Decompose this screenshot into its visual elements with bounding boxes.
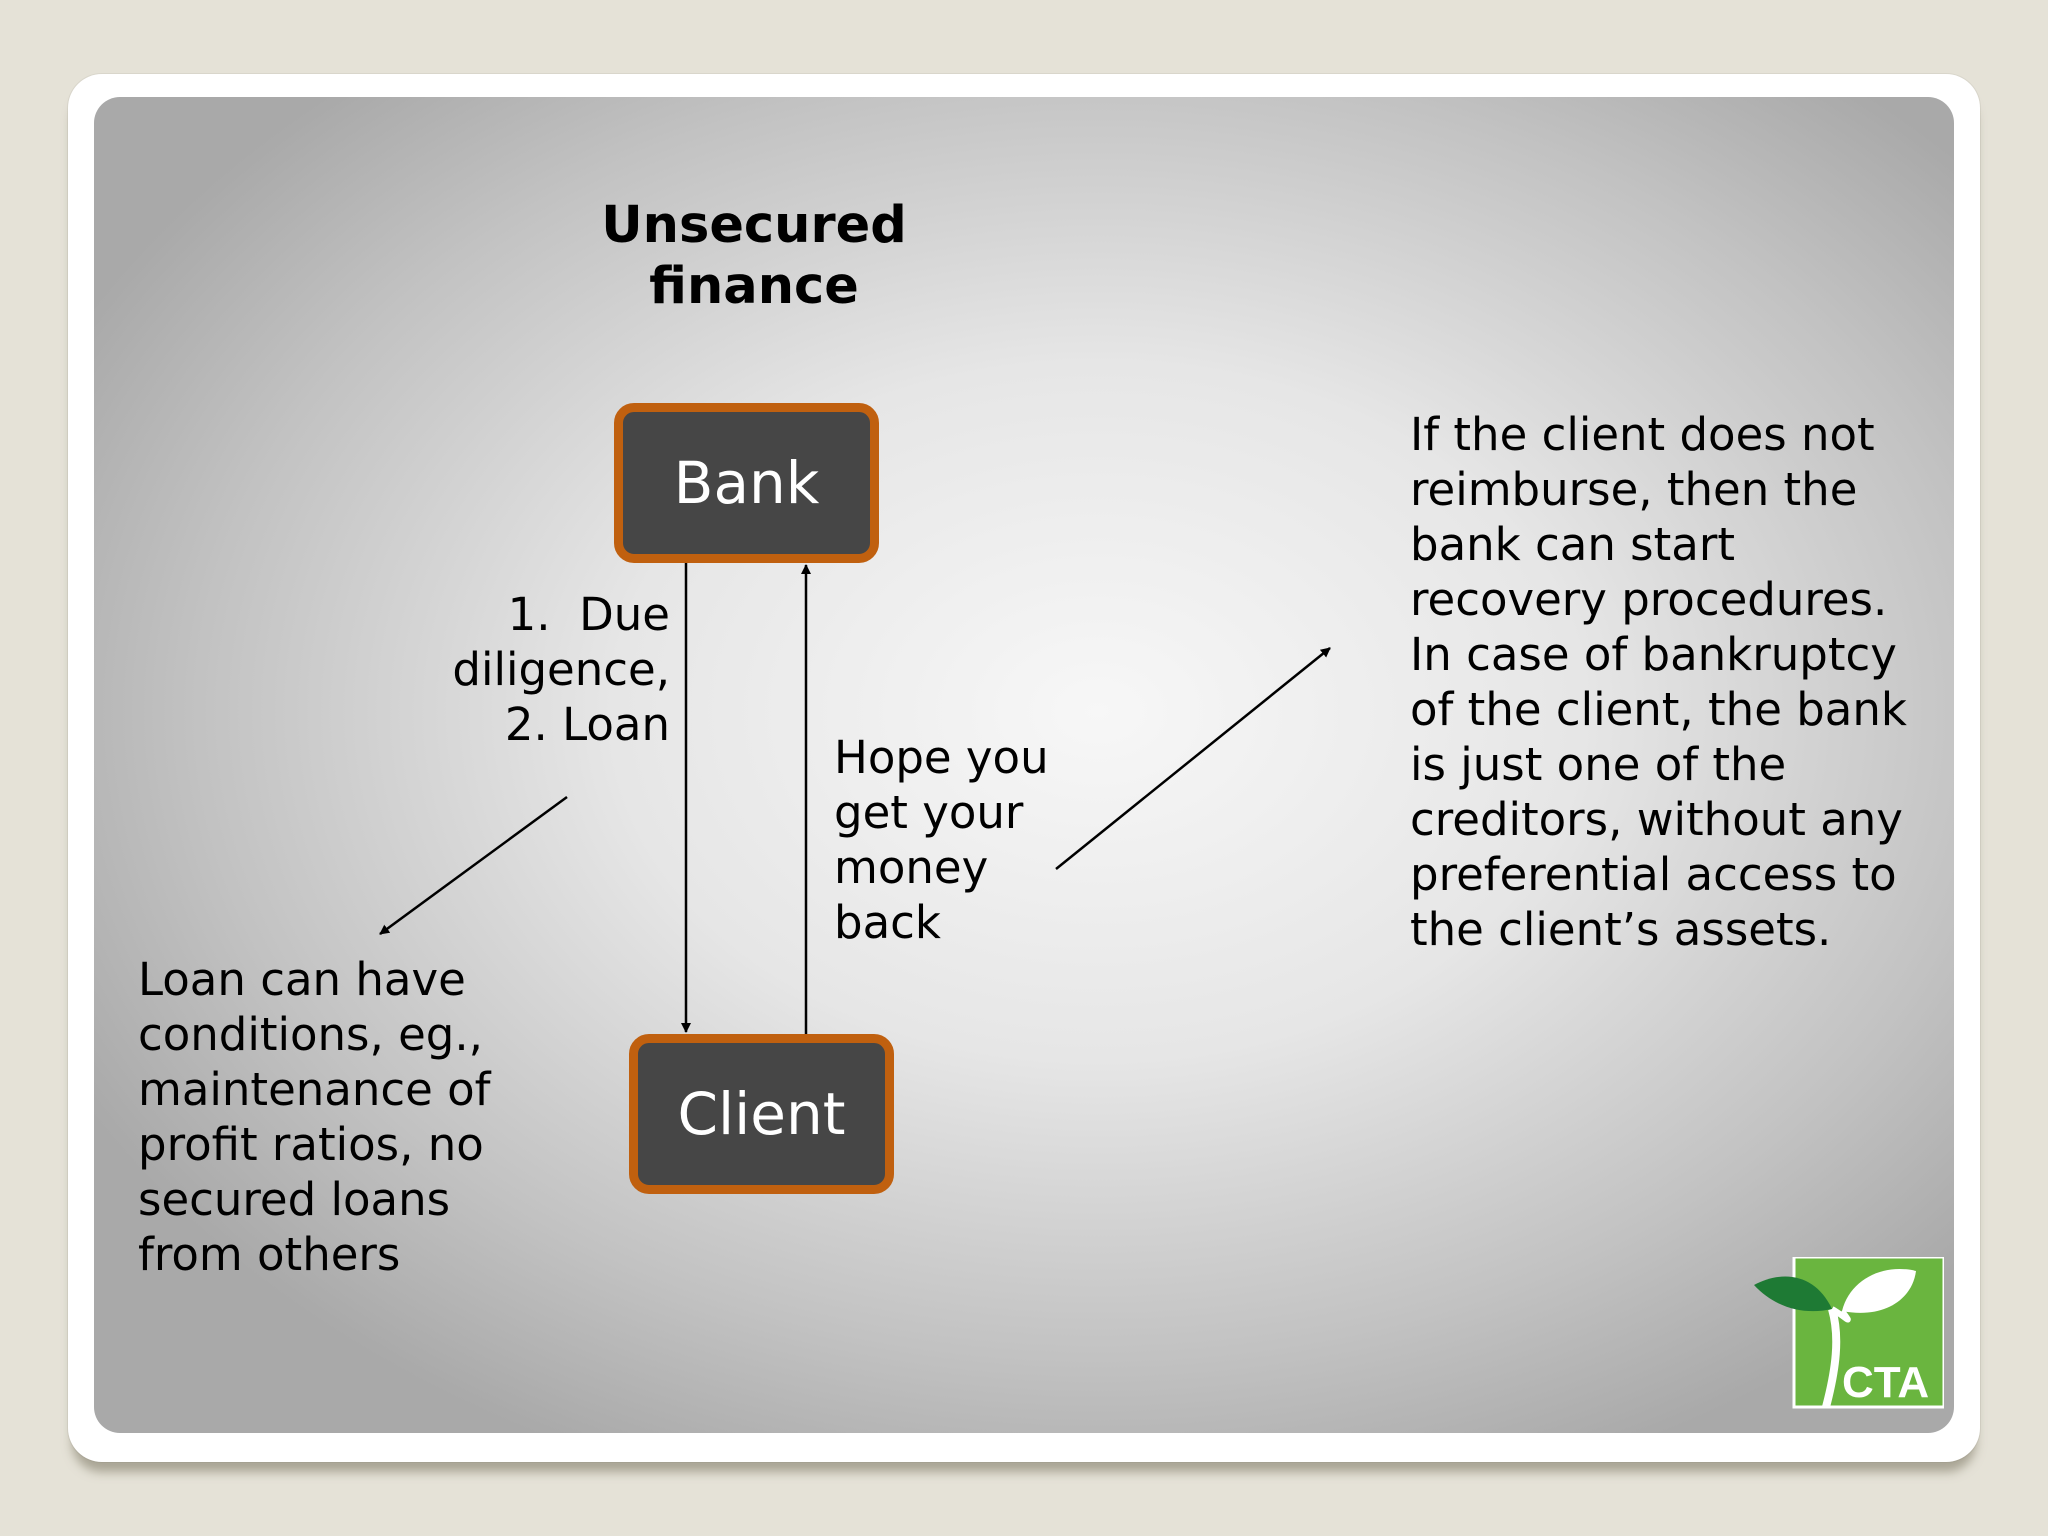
leaf-sprout-icon: CTA	[1754, 1255, 1946, 1409]
slide: Unsecured finance Bank Client 1. Due dil…	[94, 97, 1954, 1433]
loan-conditions-text: Loan can have conditions, eg., maintenan…	[138, 953, 491, 1281]
slide-title: Unsecured finance	[601, 196, 907, 316]
bank-node-label: Bank	[673, 449, 820, 517]
connector-arrows	[379, 563, 1331, 1034]
cta-logo: CTA	[1754, 1255, 1946, 1417]
client-node: Client	[629, 1034, 894, 1194]
bank-to-client-label: 1. Due diligence, 2. Loan	[452, 588, 670, 751]
pointer-to-conditions	[379, 795, 568, 936]
client-to-bank-label: Hope you get your money back	[834, 731, 1049, 949]
bank-node: Bank	[614, 403, 879, 563]
client-node-label: Client	[677, 1080, 846, 1148]
cta-logo-text: CTA	[1842, 1358, 1929, 1407]
pointer-to-recovery-note	[1055, 647, 1331, 870]
recovery-note-text: If the client does not reimburse, then t…	[1410, 408, 1907, 956]
